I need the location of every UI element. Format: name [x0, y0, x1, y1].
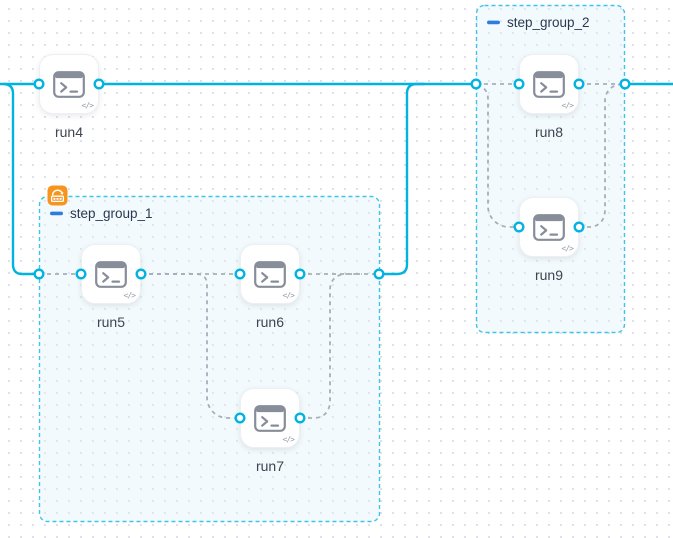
- node-run6[interactable]: </> run6: [240, 244, 300, 330]
- node-label: run7: [255, 458, 285, 474]
- group-label: step_group_2: [507, 15, 590, 30]
- node-card[interactable]: </>: [240, 244, 300, 304]
- code-badge-icon: </>: [561, 244, 574, 253]
- node-label: run4: [54, 124, 84, 140]
- node-label: run8: [534, 124, 564, 140]
- edge-run7-to-group1-out[interactable]: [300, 273, 362, 419]
- terminal-icon: [254, 404, 286, 432]
- terminal-icon: [95, 260, 127, 288]
- node-label: run5: [96, 314, 126, 330]
- step-group-2-header: step_group_2: [487, 15, 590, 30]
- step-group-2-box[interactable]: [475, 4, 626, 334]
- code-badge-icon: </>: [282, 291, 295, 300]
- edge-run5-to-run7[interactable]: [141, 273, 240, 419]
- node-card[interactable]: </>: [519, 197, 579, 257]
- node-card[interactable]: </>: [519, 54, 579, 114]
- collapse-minus-icon[interactable]: [50, 211, 63, 216]
- node-run9[interactable]: </> run9: [519, 197, 579, 283]
- code-badge-icon: </>: [282, 435, 295, 444]
- node-card[interactable]: </>: [81, 244, 141, 304]
- collapse-minus-icon[interactable]: [487, 20, 500, 25]
- code-badge-icon: </>: [81, 101, 94, 110]
- code-badge-icon: </>: [561, 101, 574, 110]
- terminal-icon: [254, 260, 286, 288]
- toolbox-loop-icon: [47, 185, 68, 206]
- terminal-icon: [533, 213, 565, 241]
- group-label: step_group_1: [70, 206, 153, 221]
- step-group-1-header: step_group_1: [50, 206, 153, 221]
- node-label: run9: [534, 267, 564, 283]
- node-label: run6: [255, 314, 285, 330]
- code-badge-icon: </>: [123, 291, 136, 300]
- edge-run9-to-group2-out[interactable]: [579, 83, 626, 228]
- node-run8[interactable]: </> run8: [519, 54, 579, 140]
- node-card[interactable]: </>: [39, 54, 99, 114]
- node-run7[interactable]: </> run7: [240, 388, 300, 474]
- node-run4[interactable]: </> run4: [39, 54, 99, 140]
- edge-start-to-group1-in[interactable]: [2, 82, 41, 276]
- terminal-icon: [533, 70, 565, 98]
- node-card[interactable]: </>: [240, 388, 300, 448]
- node-run5[interactable]: </> run5: [81, 244, 141, 330]
- terminal-icon: [53, 70, 85, 98]
- edge-group1-out-to-main[interactable]: [377, 82, 426, 276]
